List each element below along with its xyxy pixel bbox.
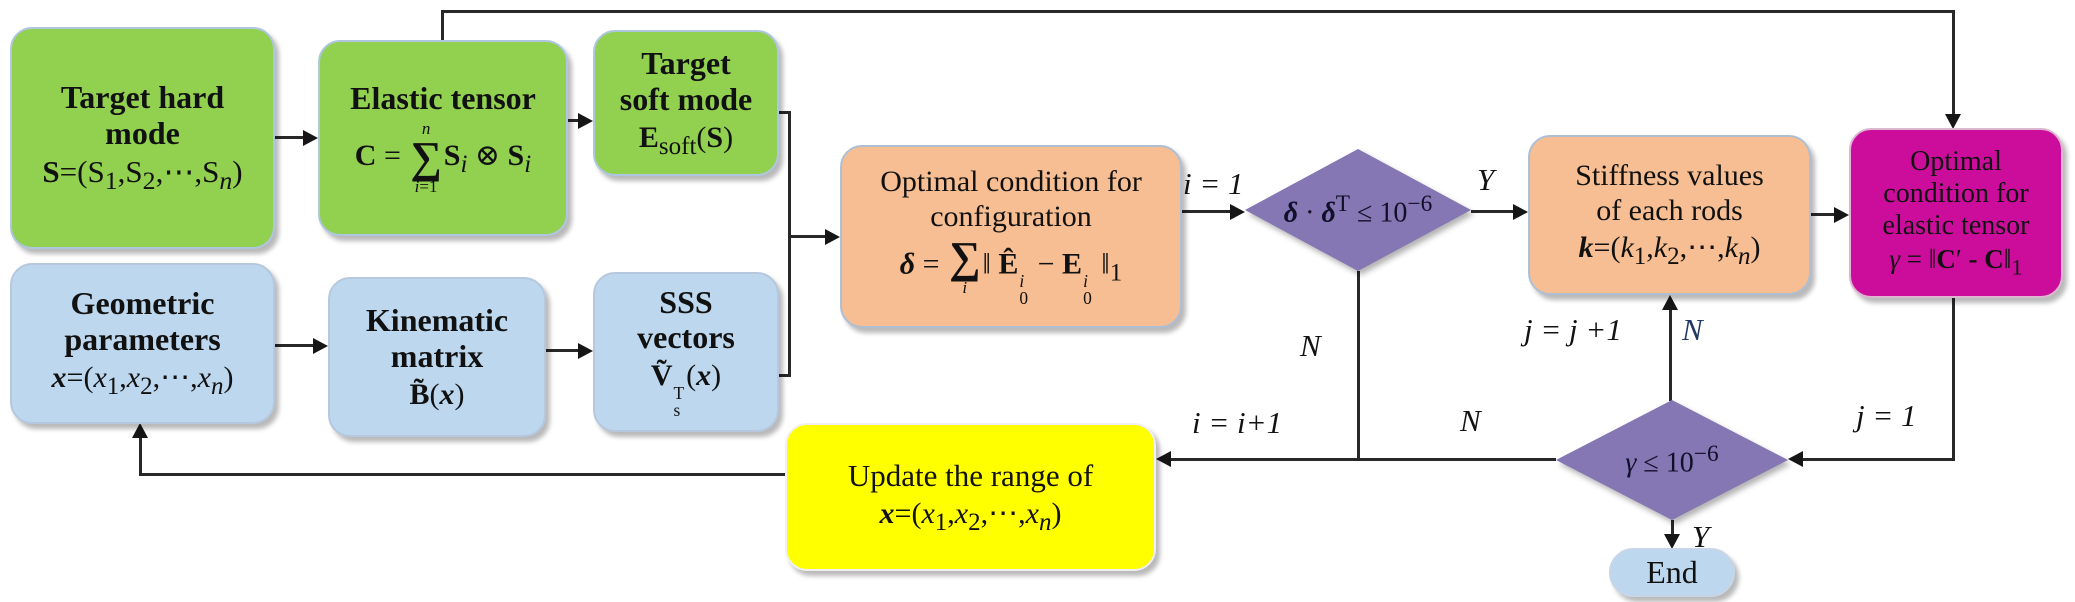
- node-title: Elastic tensor: [350, 79, 536, 116]
- edge-elastic-softmode: [568, 119, 581, 122]
- edge-label-gamma-no-up: N: [1682, 312, 1703, 347]
- node-formula: Esoft(S): [638, 120, 734, 160]
- edge-stiffness-optelastic: [1811, 213, 1837, 216]
- arrowhead-icon: [1662, 295, 1678, 310]
- arrowhead-icon: [1230, 204, 1245, 220]
- edge-update-feedback-horizontal: [139, 473, 785, 476]
- edge-label-delta-no: N: [1300, 328, 1321, 363]
- edge-top-feedback-drop: [1952, 10, 1955, 115]
- decision-formula: γ ≤ 10−6: [1625, 440, 1719, 479]
- node-title: soft mode: [619, 80, 753, 117]
- node-title: Optimal: [1910, 145, 2002, 177]
- arrowhead-icon: [578, 343, 593, 359]
- arrowhead-icon: [1788, 451, 1803, 467]
- node-title: parameters: [64, 321, 221, 358]
- node-delta-decision: δ · δT ≤ 10−6: [1245, 149, 1471, 271]
- node-title: matrix: [390, 338, 484, 374]
- edge-label-gamma-yes: Y: [1692, 519, 1710, 554]
- node-end: End: [1609, 548, 1735, 597]
- node-title: Kinematic: [365, 302, 509, 339]
- node-optimal-condition-elastic-tensor: Optimal condition for elastic tensor γ =…: [1849, 128, 2063, 298]
- edge-top-feedback-horizontal: [441, 10, 1955, 13]
- node-formula: x=(x1,x2,⋯,xn): [879, 496, 1062, 536]
- edge-deltacheck-stiffness: [1471, 210, 1516, 213]
- edge-optelastic-drop: [1952, 297, 1955, 460]
- node-title: Target hard: [60, 79, 225, 116]
- edge-label-delta-yes: Y: [1477, 162, 1495, 197]
- node-stiffness-values: Stiffness values of each rods k=(k1,k2,⋯…: [1528, 135, 1811, 295]
- node-title: elastic tensor: [1882, 210, 2030, 242]
- edge-gamma-no-up: [1669, 309, 1672, 401]
- node-title: mode: [105, 115, 180, 152]
- diamond-shape: γ ≤ 10−6: [1556, 400, 1788, 520]
- node-update-range: Update the range of x=(x1,x2,⋯,xn): [785, 423, 1156, 571]
- node-kinematic-matrix: Kinematic matrix B̃(x): [328, 277, 546, 437]
- edge-top-feedback-riser: [441, 10, 444, 42]
- edge-merge-optconfig: [788, 235, 828, 238]
- edge-jinit-horizontal: [1802, 458, 1955, 461]
- edge-merge-vertical: [788, 111, 791, 377]
- end-label: End: [1646, 554, 1698, 591]
- node-formula: x=(x1,x2,⋯,xn): [51, 361, 234, 401]
- node-title: Geometric: [70, 285, 215, 322]
- arrowhead-icon: [313, 338, 328, 354]
- node-title: configuration: [930, 199, 1092, 233]
- node-title: vectors: [637, 319, 735, 356]
- node-formula: γ = ‖C′ - C‖1: [1889, 244, 2023, 280]
- arrowhead-icon: [1156, 451, 1171, 467]
- arrowhead-icon: [303, 130, 318, 146]
- edge-delta-no-down: [1357, 271, 1360, 460]
- edge-label-j-init: j = 1: [1856, 398, 1917, 433]
- node-optimal-condition-configuration: Optimal condition for configuration δ = …: [840, 145, 1182, 328]
- node-target-soft-mode: Target soft mode Esoft(S): [593, 30, 779, 176]
- edge-geometric-kinematic: [275, 344, 317, 347]
- edge-no-rail: [1170, 458, 1556, 461]
- arrowhead-icon: [578, 113, 593, 129]
- edge-gamma-yes-end: [1671, 520, 1674, 536]
- node-gamma-decision: γ ≤ 10−6: [1556, 400, 1788, 520]
- edge-hardmode-elastic: [275, 136, 307, 139]
- edge-label-gamma-no-left: N: [1460, 403, 1481, 438]
- node-title: condition for: [1883, 177, 2029, 209]
- node-title: SSS: [659, 283, 713, 320]
- edge-update-feedback-riser: [139, 437, 142, 476]
- node-formula: k=(k1,k2,⋯,kn): [1578, 231, 1761, 271]
- node-formula: S=(S1,S2,⋯,Sn): [42, 154, 243, 196]
- edge-label-i-incr: i = i+1: [1192, 405, 1283, 440]
- edge-optconfig-deltacheck: [1182, 210, 1234, 213]
- edge-softmode-stub: [778, 111, 791, 114]
- arrowhead-icon: [1513, 204, 1528, 220]
- diamond-shape: δ · δT ≤ 10−6: [1245, 149, 1471, 271]
- node-title: of each rods: [1596, 193, 1743, 227]
- decision-formula: δ · δT ≤ 10−6: [1283, 190, 1433, 229]
- edge-label-i-init: i = 1: [1183, 166, 1244, 201]
- node-geometric-parameters: Geometric parameters x=(x1,x2,⋯,xn): [10, 263, 275, 424]
- node-title: Update the range of: [847, 457, 1094, 493]
- edge-kinematic-sss: [546, 349, 582, 352]
- node-formula: B̃(x): [409, 377, 465, 411]
- arrowhead-icon: [1945, 114, 1961, 129]
- node-title: Stiffness values: [1575, 159, 1764, 193]
- arrowhead-icon: [825, 229, 840, 245]
- arrowhead-icon: [1664, 534, 1680, 549]
- edge-sss-stub: [778, 374, 791, 377]
- arrowhead-icon: [132, 423, 148, 438]
- arrowhead-icon: [1834, 207, 1849, 223]
- edge-label-j-incr: j = j +1: [1524, 312, 1622, 347]
- node-title: Target: [641, 44, 731, 81]
- node-target-hard-mode: Target hard mode S=(S1,S2,⋯,Sn): [10, 27, 275, 249]
- node-title: Optimal condition for: [880, 165, 1142, 199]
